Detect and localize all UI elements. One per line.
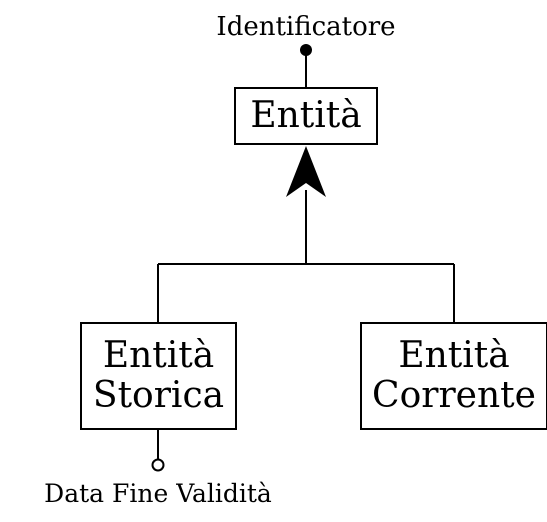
entity-label-line2: Corrente xyxy=(372,375,536,416)
optional-attribute-label: Data Fine Validità xyxy=(44,479,272,508)
entity-label-line1: Entità xyxy=(102,334,215,376)
entity-box-entita: Entità xyxy=(234,87,378,145)
generalization-arrowhead xyxy=(286,146,326,197)
identifier-dot xyxy=(300,44,312,56)
entity-box-storica: Entità Storica xyxy=(80,322,237,430)
entity-label-line1: Entità xyxy=(398,334,510,376)
identifier-label: Identificatore xyxy=(216,12,396,42)
entity-label-line2: Storica xyxy=(92,375,225,416)
optional-attribute-circle xyxy=(151,458,165,472)
entity-label: Entità xyxy=(250,94,362,136)
entity-box-corrente: Entità Corrente xyxy=(360,322,547,430)
